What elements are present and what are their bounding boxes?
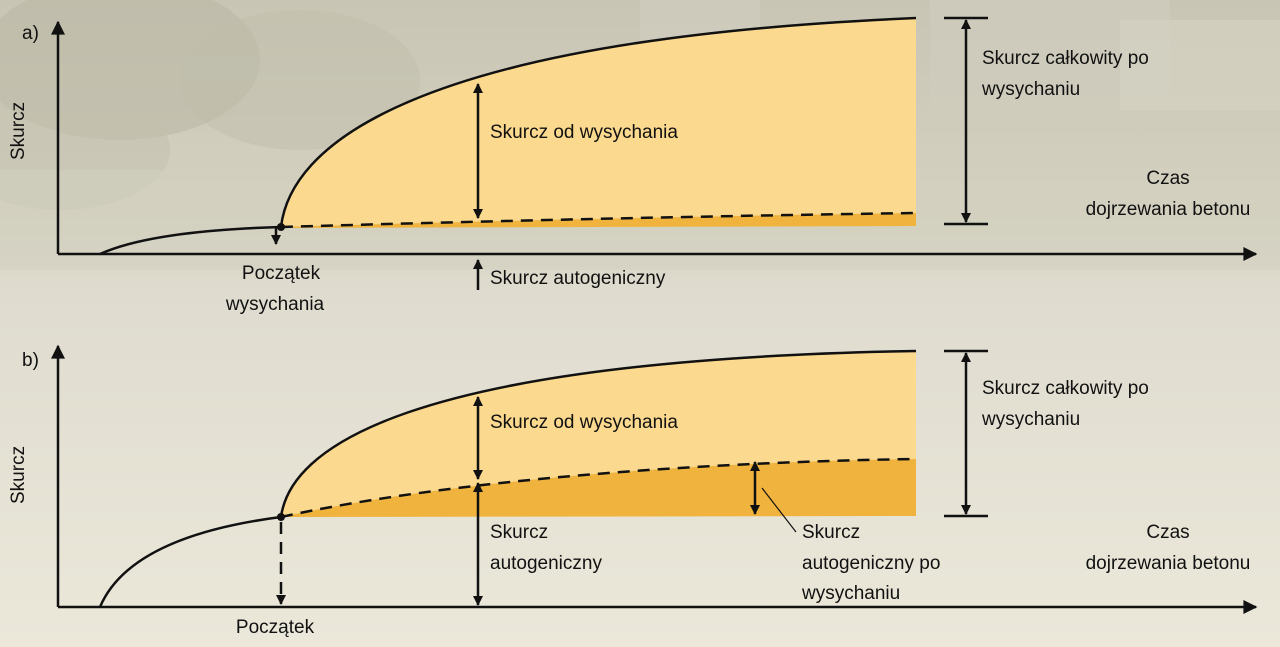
panel-a-drying-shrinkage-label: Skurcz od wysychania [490, 122, 678, 143]
panel-b-autogenous-after-leader [761, 487, 797, 533]
panel-b-drying-start-label: Początek [236, 617, 315, 638]
panel-b-autogenous-after-label-2: autogeniczny po [802, 553, 940, 574]
panel-b-x-axis-label-1: Czas [1146, 522, 1189, 543]
panel-a-letter: a) [22, 23, 39, 44]
panel-b-autogenous-after-label-3: wysychaniu [801, 583, 900, 604]
panel-b-autogenous-curve [280, 457, 917, 519]
panel-a-total-label-1: Skurcz całkowity po [982, 48, 1149, 69]
panel-b-autogenous-label-1: Skurcz [490, 522, 548, 543]
panel-a: a) Skurcz Czas dojrzewania betonu Począt… [8, 16, 1258, 315]
panel-a-drying-start-label-2: wysychania [225, 294, 325, 315]
panel-b-drying-start-point [277, 513, 285, 521]
panel-b-x-axis-label-2: dojrzewania betonu [1086, 553, 1251, 574]
panel-a-total-curve [279, 16, 917, 228]
panel-a-drying-start-label-1: Początek [242, 263, 321, 284]
panel-a-total-label-2: wysychaniu [981, 79, 1080, 100]
panel-b-early-curve [98, 515, 282, 608]
panel-b-autogenous-label-2: autogeniczny [490, 553, 602, 574]
panel-b-total-label-1: Skurcz całkowity po [982, 378, 1149, 399]
panel-a-y-axis-label: Skurcz [8, 102, 29, 160]
panel-a-early-curve [99, 225, 282, 256]
panel-b-drying-shrinkage-label: Skurcz od wysychania [490, 412, 678, 433]
panel-b-letter: b) [22, 350, 39, 371]
panel-a-autogenous-curve [280, 211, 917, 229]
panel-a-drying-area [281, 18, 916, 227]
panel-b-y-axis-label: Skurcz [8, 446, 29, 504]
panel-a-autogenous-label: Skurcz autogeniczny [490, 268, 666, 289]
panel-a-x-axis-label-1: Czas [1146, 168, 1189, 189]
panel-a-drying-start-point [277, 223, 285, 231]
panel-a-x-axis-label-2: dojrzewania betonu [1086, 199, 1251, 220]
panel-b-drying-area [281, 351, 916, 517]
panel-a-autogenous-area [281, 213, 916, 228]
panel-b-autogenous-after-label-1: Skurcz [802, 522, 860, 543]
panel-b-total-label-2: wysychaniu [981, 409, 1080, 430]
panel-b: b) Skurcz Czas dojrzewania betonu Począt… [8, 344, 1258, 638]
panel-b-total-curve [279, 349, 917, 518]
